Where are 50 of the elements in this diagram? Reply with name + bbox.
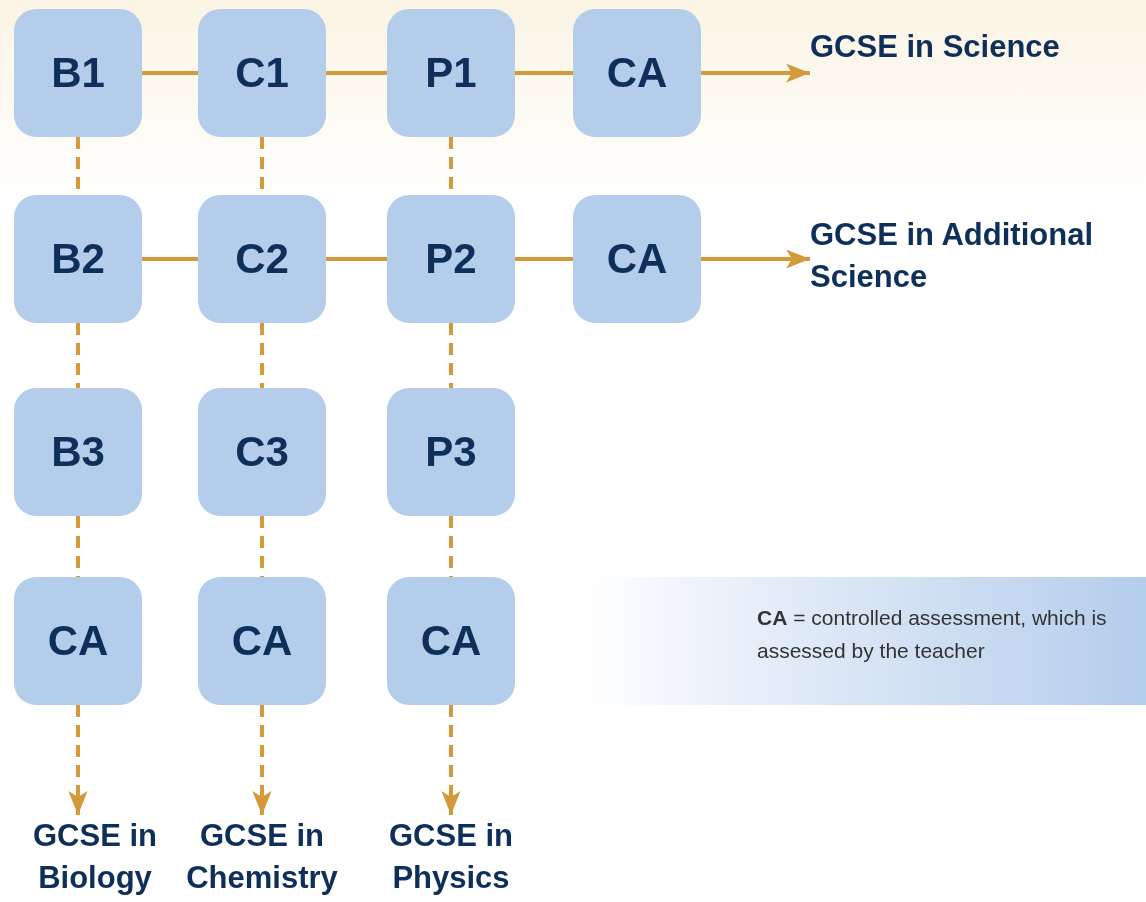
- qualification-label: GCSE in Physics: [356, 815, 546, 901]
- dashed-connector: [260, 516, 264, 577]
- key-note: CA = controlled assessment, which is assessed by the teacher: [757, 605, 1108, 664]
- module-box: [387, 577, 515, 705]
- connector-line: [142, 71, 198, 75]
- module-code: P1: [425, 49, 477, 97]
- arrow: [68, 705, 88, 815]
- module-code: B2: [51, 235, 105, 283]
- module-box: [14, 577, 142, 705]
- module-box: [198, 195, 326, 323]
- connector-line: [515, 257, 573, 261]
- arrow: [701, 249, 810, 269]
- module-box: [573, 9, 701, 137]
- dashed-connector: [449, 323, 453, 388]
- module-box: [198, 9, 326, 137]
- module-box: [573, 195, 701, 323]
- module-code: B3: [51, 428, 105, 476]
- module-code: CA: [231, 617, 293, 665]
- module-box: [14, 9, 142, 137]
- dashed-connector: [449, 516, 453, 577]
- module-box: [387, 9, 515, 137]
- module-box: [14, 388, 142, 516]
- arrow: [441, 705, 461, 815]
- qualification-label: GCSE in Additional Science: [810, 214, 1144, 298]
- dashed-connector: [260, 323, 264, 388]
- module-box: [14, 195, 142, 323]
- module-code: CA: [47, 617, 109, 665]
- module-box: [387, 388, 515, 516]
- connector-line: [326, 71, 387, 75]
- arrow: [701, 63, 810, 83]
- module-box: [387, 195, 515, 323]
- connector-line: [326, 257, 387, 261]
- connector-line: [142, 257, 198, 261]
- connector-line: [515, 71, 573, 75]
- module-code: C2: [235, 235, 289, 283]
- module-code: CA: [606, 235, 668, 283]
- module-code: B1: [51, 49, 105, 97]
- module-code: C1: [235, 49, 289, 97]
- dashed-connector: [76, 516, 80, 577]
- qualification-label: GCSE in Science: [810, 26, 1130, 110]
- module-code: CA: [606, 49, 668, 97]
- module-code: P3: [425, 428, 477, 476]
- module-code: CA: [420, 617, 482, 665]
- qualification-label: GCSE in Chemistry: [167, 815, 357, 901]
- arrow: [252, 705, 272, 815]
- module-code: P2: [425, 235, 477, 283]
- dashed-connector: [76, 323, 80, 388]
- module-box: [198, 577, 326, 705]
- module-box: [198, 388, 326, 516]
- module-code: C3: [235, 428, 289, 476]
